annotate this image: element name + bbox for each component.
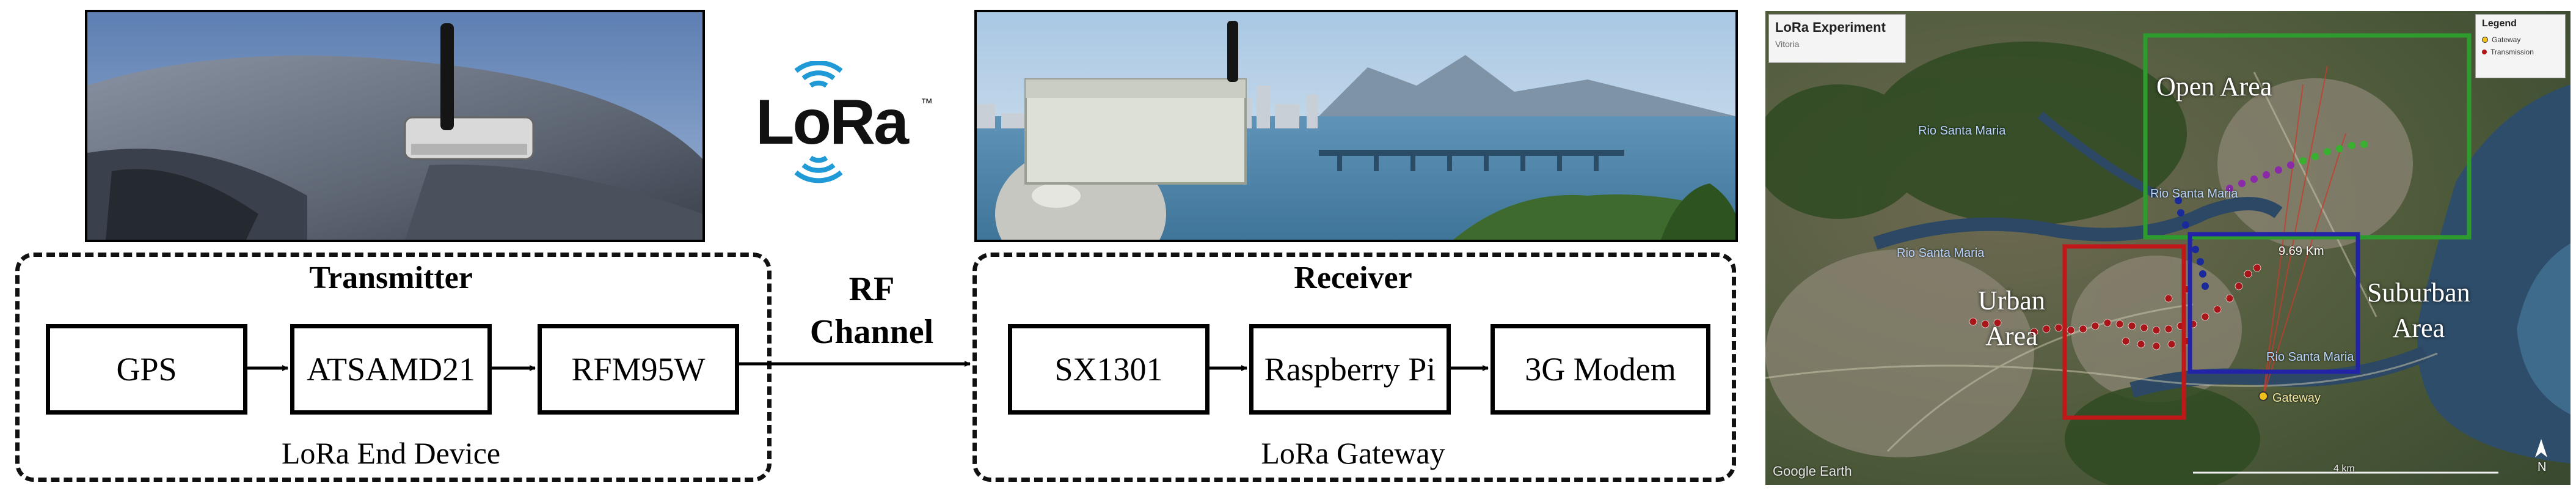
receiver-photo: [974, 10, 1738, 242]
block-arrows: [247, 361, 1489, 371]
rfm95w-block: RFM95W: [538, 324, 739, 415]
scale-label: 4 km: [2333, 463, 2355, 474]
transmitter-caption: LoRa End Device: [281, 436, 501, 470]
receiver-title: Receiver: [1294, 260, 1412, 295]
suburban-area-label: Suburban Area: [2367, 278, 2470, 343]
transmission-points-green: [2299, 141, 2368, 164]
map-info-panel: LoRa Experiment Vitoria: [1768, 14, 1906, 63]
transmitter-title: Transmitter: [309, 260, 473, 295]
gps-block: GPS: [46, 324, 247, 415]
north-arrow-icon: [2535, 439, 2547, 457]
river-label: Rio Santa Maria: [2266, 350, 2354, 364]
car-roof-antenna-image: [87, 12, 702, 240]
gateway-legend-icon: [2482, 37, 2488, 43]
receiver-caption: LoRa Gateway: [1261, 436, 1445, 470]
sx1301-block: SX1301: [1008, 324, 1210, 415]
gateway-label: Gateway: [2272, 391, 2321, 405]
3g-modem-block: 3G Modem: [1491, 324, 1710, 415]
google-earth-watermark: Google Earth: [1773, 463, 1852, 479]
receiver-container: [972, 253, 1736, 482]
transmitter-photo: [85, 10, 705, 242]
map-legend-item-transmission: Transmission: [2482, 48, 2559, 56]
open-area-label: Open Area: [2156, 72, 2272, 102]
urban-area-box: [2062, 244, 2186, 420]
gateway-marker: [2258, 391, 2268, 401]
rf-channel-line2: Channel: [809, 313, 934, 351]
river-label: Rio Santa Maria: [1897, 246, 1985, 260]
river-label: Rio Santa Maria: [2150, 187, 2238, 201]
transmission-points-purple: [2226, 161, 2294, 192]
gateway-city-image: [977, 12, 1735, 240]
urban-area-label: Urban Area: [1978, 286, 2045, 351]
atsamd21-block: ATSAMD21: [290, 324, 492, 415]
transmitter-container: [15, 253, 772, 482]
lora-logo-icon: [794, 60, 843, 183]
raspberry-pi-block: Raspberry Pi: [1249, 324, 1451, 415]
map-panel-subtitle: Vitoria: [1775, 39, 1800, 49]
map-legend: Legend Gateway Transmission: [2475, 14, 2566, 78]
satellite-map-image: [1765, 11, 2571, 485]
north-label: N: [2538, 460, 2547, 474]
lora-logo-text: LoRa: [756, 87, 909, 158]
suburban-area-box: [2187, 232, 2360, 374]
rf-channel-line1: RF: [848, 270, 895, 308]
transmission-points-blue: [2175, 197, 2209, 290]
open-area-box: [2143, 33, 2472, 240]
map-panel-title: LoRa Experiment: [1775, 20, 1886, 35]
lora-logo: LoRa ™: [742, 60, 944, 183]
distance-label: 9.69 Km: [2279, 245, 2324, 258]
lora-logo-trademark: ™: [921, 97, 933, 110]
map-legend-item-gateway: Gateway: [2482, 35, 2559, 44]
river-label: Rio Santa Maria: [1918, 124, 2006, 138]
transmission-legend-icon: [2482, 50, 2487, 54]
map-legend-title: Legend: [2482, 18, 2517, 29]
satellite-map: LoRa Experiment Vitoria Legend Gateway T…: [1765, 11, 2571, 485]
rf-channel-label: RF Channel: [771, 268, 972, 353]
